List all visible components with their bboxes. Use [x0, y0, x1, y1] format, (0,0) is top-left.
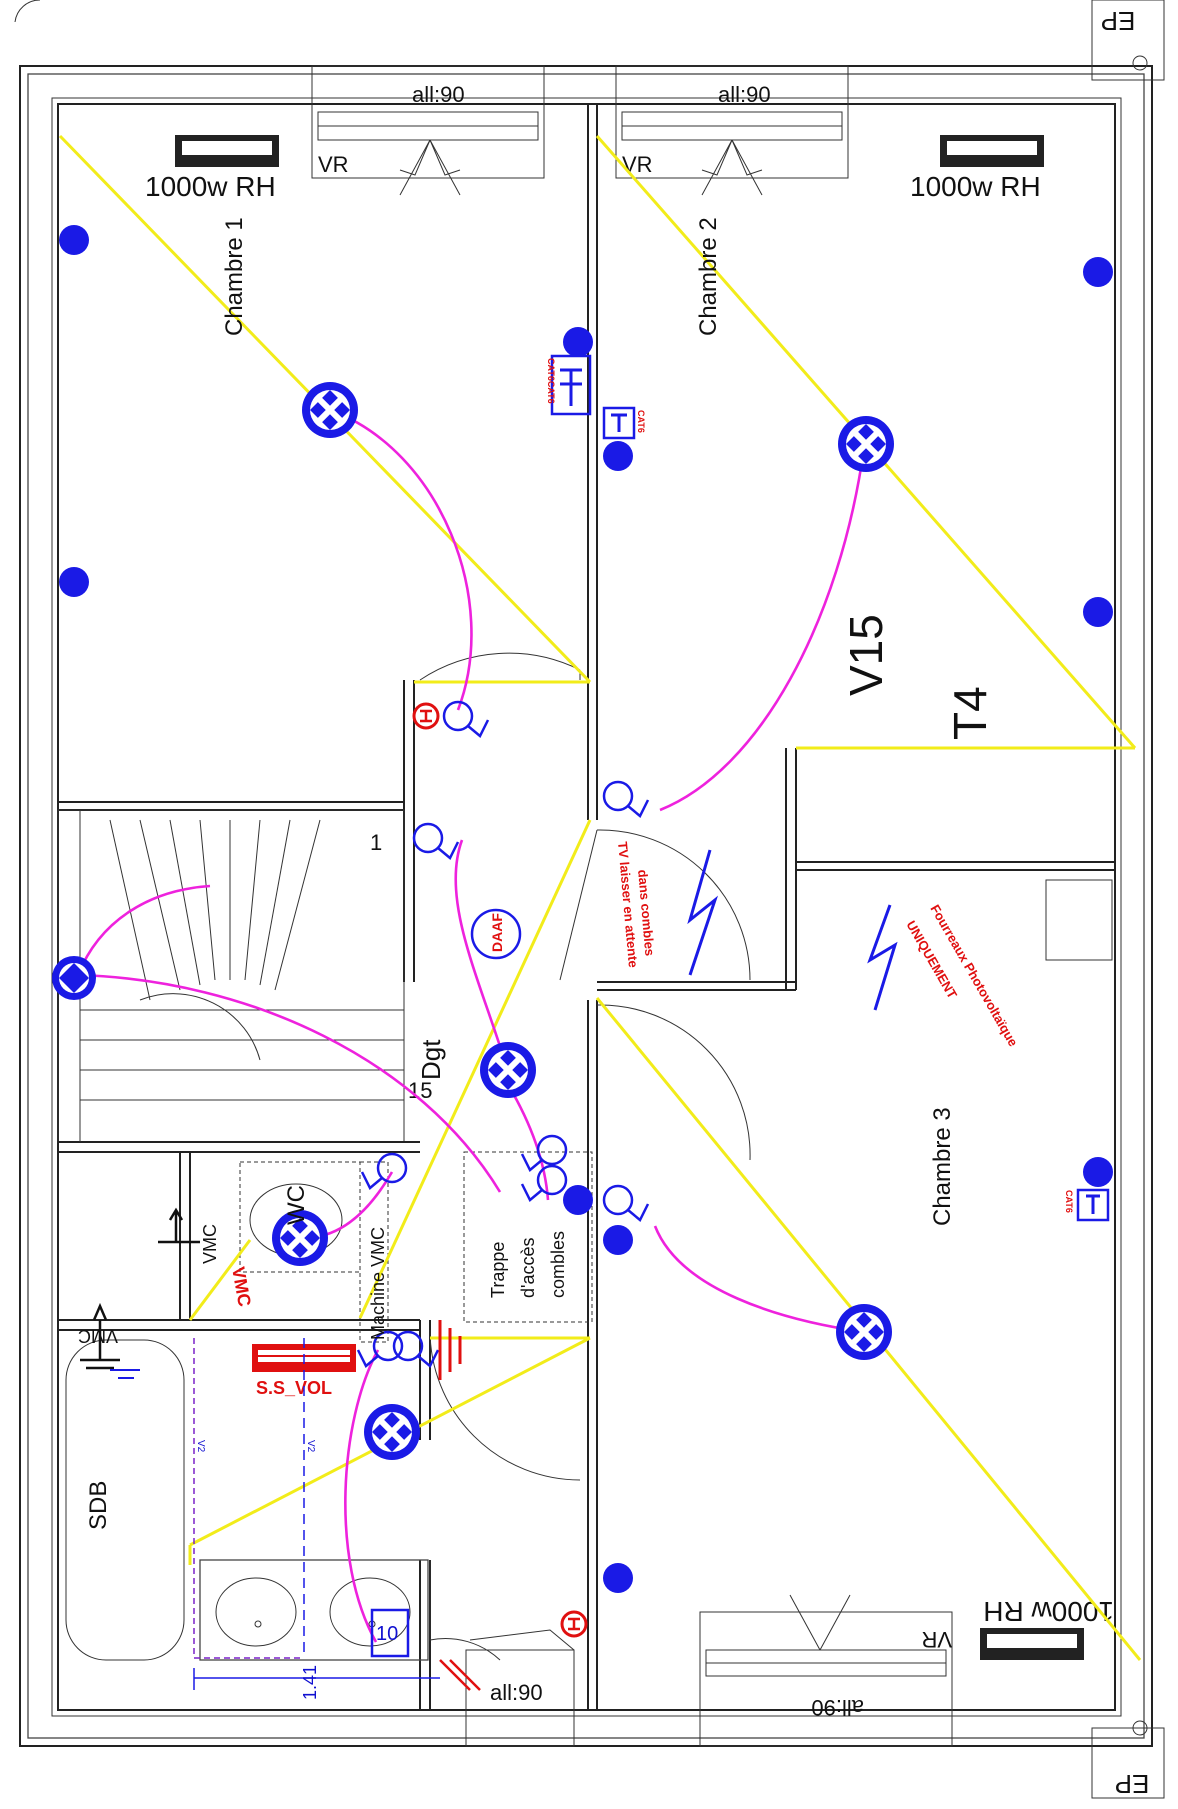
ep-label-bottom: EP	[1115, 1769, 1150, 1799]
allege-label: all:90	[490, 1680, 543, 1705]
radiator-label: 1000w RH	[983, 1596, 1114, 1627]
circuit-label-v15: V15	[840, 614, 892, 696]
hotte-outlets	[412, 702, 588, 1638]
v2-label: V2	[195, 1440, 206, 1453]
exterior-walls	[19, 65, 1153, 1747]
window-top-left: all:90 VR	[311, 65, 545, 196]
window-top-right: all:90 VR	[615, 65, 849, 196]
room-label-dgt: Dgt	[416, 1039, 446, 1080]
radiator-label: 1000w RH	[910, 171, 1041, 202]
cat6-label: CAT6CAT6	[546, 358, 556, 404]
bathtub	[65, 1339, 185, 1661]
daaf-label: DAAF	[489, 913, 505, 952]
vmc-label: VMC	[78, 1326, 118, 1346]
tv-lightning-icon	[687, 849, 719, 976]
room-label-chambre2: Chambre 2	[695, 217, 722, 336]
room-label-chambre3: Chambre 3	[929, 1107, 956, 1226]
circuit-label-t4: T4	[944, 686, 996, 740]
socket-dots	[59, 225, 1113, 1593]
socket-number: 10	[376, 1623, 398, 1645]
vmc-extract-icon	[80, 1207, 200, 1379]
allege-label: all:90	[811, 1695, 864, 1720]
wiring	[76, 408, 866, 1643]
light-fixtures	[52, 382, 894, 1460]
trappe-label: combles	[548, 1231, 568, 1298]
allege-label: all:90	[412, 82, 465, 107]
pv-lightning-icon	[867, 904, 898, 1011]
ventilation-lines	[58, 134, 1142, 1661]
vr-label: VR	[318, 152, 349, 177]
vmc-label: VMC	[200, 1224, 220, 1264]
socket-box-10: 10	[370, 1608, 410, 1658]
stair-number: 1	[370, 830, 382, 855]
room-label-chambre1: Chambre 1	[221, 217, 248, 336]
window-bottom-right: all:90 VR	[699, 1594, 953, 1747]
cut-mark	[439, 1659, 481, 1691]
machine-vmc-label: Machine VMC	[368, 1227, 388, 1340]
earth-symbol	[438, 1320, 462, 1380]
v2-conduits: V2 V2	[193, 1338, 316, 1659]
room-label-wc: WC	[283, 1185, 310, 1225]
ssvol-label: S.S_VOL	[256, 1378, 332, 1398]
window-bottom-left: all:90	[465, 1629, 575, 1747]
vr-label: VR	[622, 152, 653, 177]
ep-label-top: EP	[1101, 6, 1136, 36]
cat6-label: CAT6	[1064, 1190, 1074, 1213]
room-label-sdb: SDB	[85, 1481, 112, 1530]
washbasin	[199, 1559, 429, 1661]
trappe-label: Trappe	[488, 1242, 508, 1298]
trappe-label: d'accès	[518, 1238, 538, 1298]
v2-label: V2	[305, 1440, 316, 1453]
smoke-detector: DAAF	[470, 908, 522, 960]
cat6-socket: CAT6	[602, 406, 646, 440]
ep-box-top: EP	[1091, 0, 1165, 81]
staircase: 1 15	[79, 810, 432, 1142]
radiator-top-left: 1000w RH	[145, 135, 279, 202]
radiator-bottom: 1000w RH	[980, 1596, 1114, 1660]
vr-label: VR	[921, 1627, 952, 1652]
ep-box-bottom: EP	[1091, 1720, 1165, 1799]
doors	[419, 652, 751, 1661]
switches	[356, 700, 650, 1368]
radiator-label: 1000w RH	[145, 171, 276, 202]
radiator-top-right: 1000w RH	[910, 135, 1044, 202]
allege-label: all:90	[718, 82, 771, 107]
cat6-socket-ch3: CAT6	[1064, 1188, 1110, 1222]
dimension-141: 1.41	[193, 1665, 440, 1700]
dimension-label: 1.41	[300, 1665, 320, 1700]
vmc-machine-box	[359, 1151, 593, 1343]
cat6-label: CAT6	[636, 410, 646, 433]
tv-note: TV laisser en attente	[615, 841, 641, 968]
cat6-double-socket: CAT6CAT6	[546, 354, 592, 416]
